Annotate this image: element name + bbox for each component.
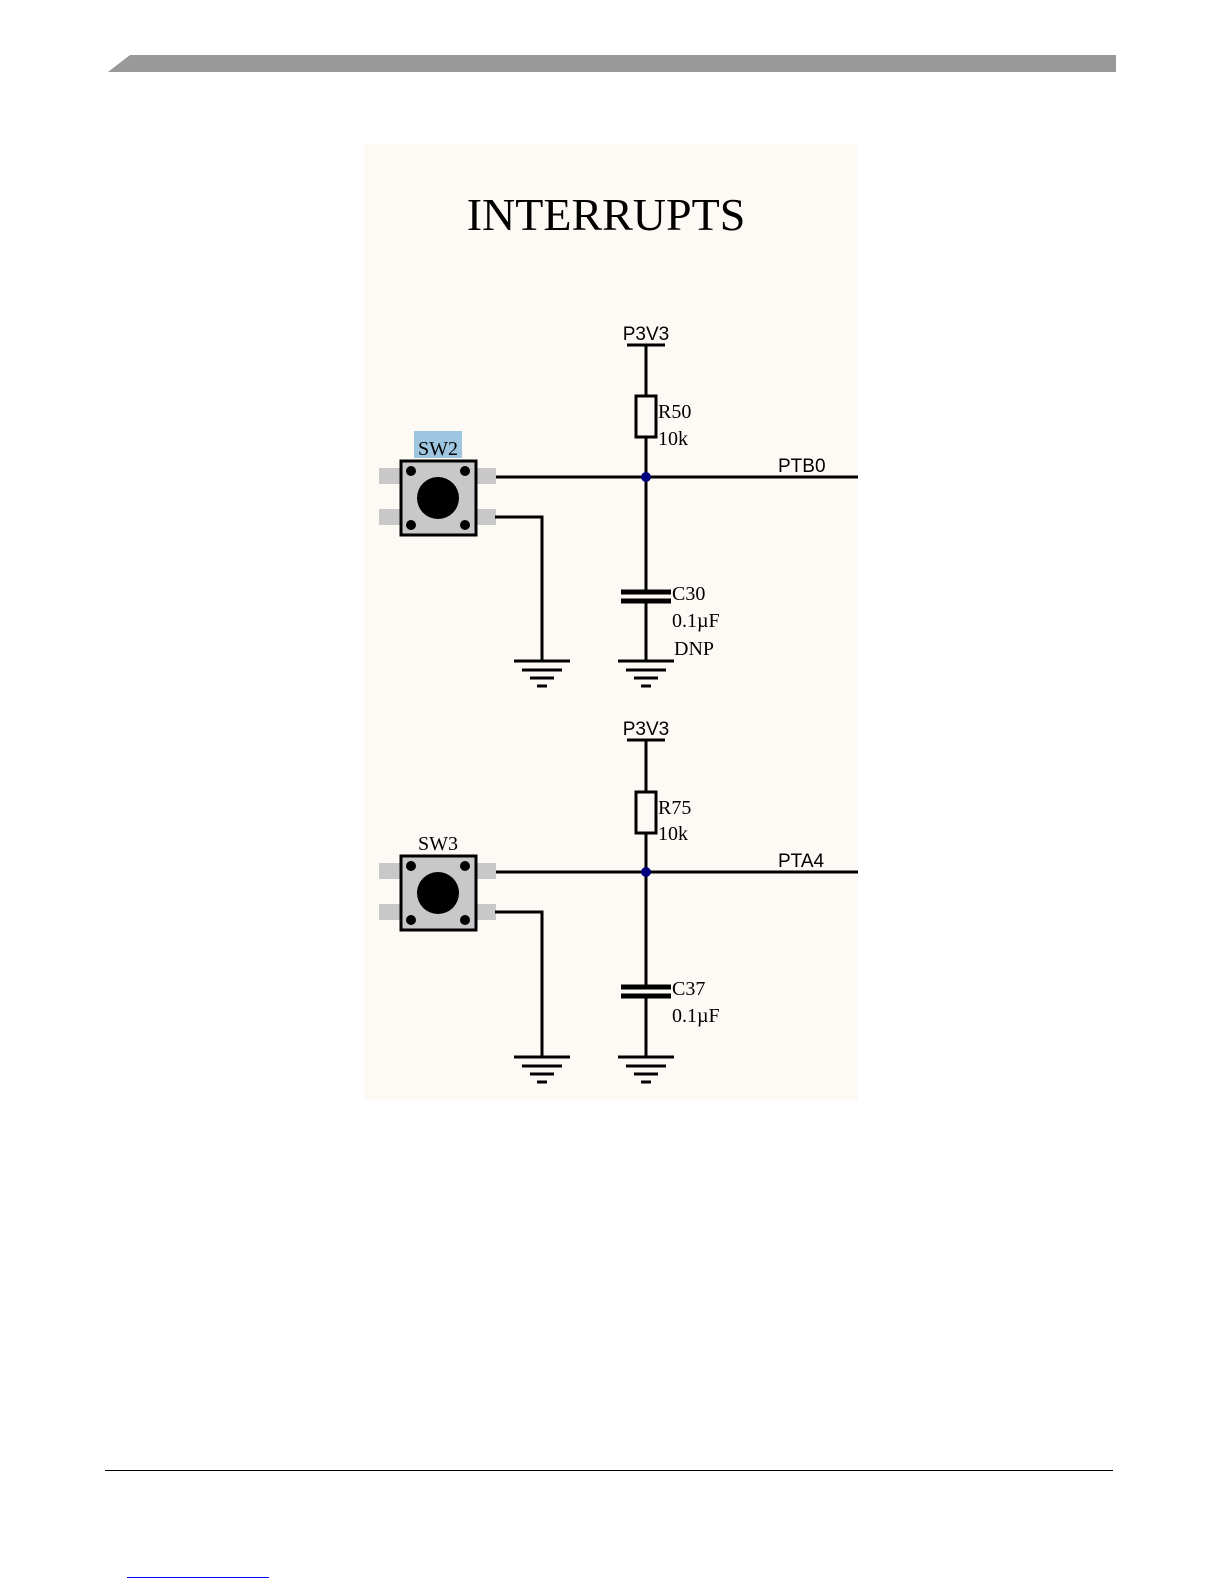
resistor-symbol xyxy=(636,396,656,437)
net-label: PTB0 xyxy=(778,456,826,477)
capacitor-ref: C30 xyxy=(672,583,705,605)
capacitor-value: 0.1µF xyxy=(672,610,720,632)
capacitor-note: DNP xyxy=(674,638,714,660)
power-label: P3V3 xyxy=(623,719,669,740)
schematic-title: INTERRUPTS xyxy=(467,189,746,240)
switch-ref: SW2 xyxy=(418,438,458,460)
resistor-ref: R50 xyxy=(658,401,691,423)
resistor-ref: R75 xyxy=(658,797,691,819)
capacitor-value: 0.1µF xyxy=(672,1005,720,1027)
capacitor-ref: C37 xyxy=(672,978,705,1000)
schematic-background xyxy=(364,144,858,1100)
junction-dot xyxy=(641,472,651,482)
net-label: PTA4 xyxy=(778,851,825,872)
switch-ref: SW3 xyxy=(418,833,458,855)
resistor-value: 10k xyxy=(658,428,688,450)
resistor-value: 10k xyxy=(658,823,688,845)
junction-dot xyxy=(641,867,651,877)
footer-link-underline xyxy=(127,1577,269,1578)
resistor-symbol xyxy=(636,792,656,833)
footer-rule xyxy=(105,1470,1113,1471)
power-label: P3V3 xyxy=(623,324,669,345)
